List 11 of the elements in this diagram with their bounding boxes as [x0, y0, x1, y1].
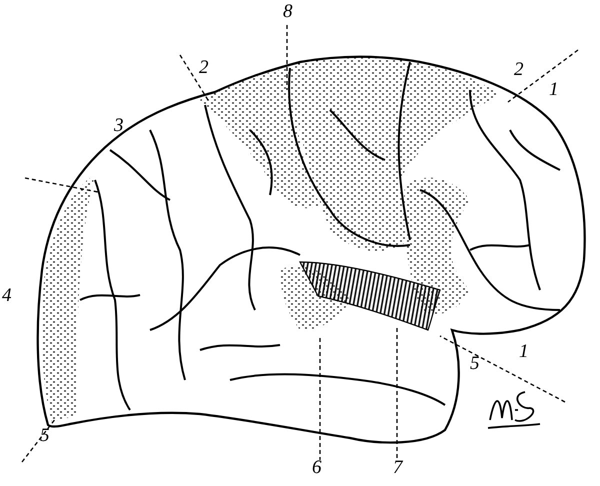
callout-number: 6: [312, 458, 322, 477]
callout-number: 3: [114, 116, 124, 135]
callout-number: 5: [470, 354, 480, 373]
callout-number: 5: [40, 426, 50, 445]
callout-number: 7: [393, 458, 402, 477]
callout-number: 2: [199, 58, 208, 77]
callout-number: 4: [2, 286, 12, 305]
callout-number: 1: [519, 342, 528, 361]
callout-number: 2: [514, 60, 524, 79]
callout-number: 8: [283, 2, 292, 21]
callout-number: 1: [549, 80, 558, 99]
